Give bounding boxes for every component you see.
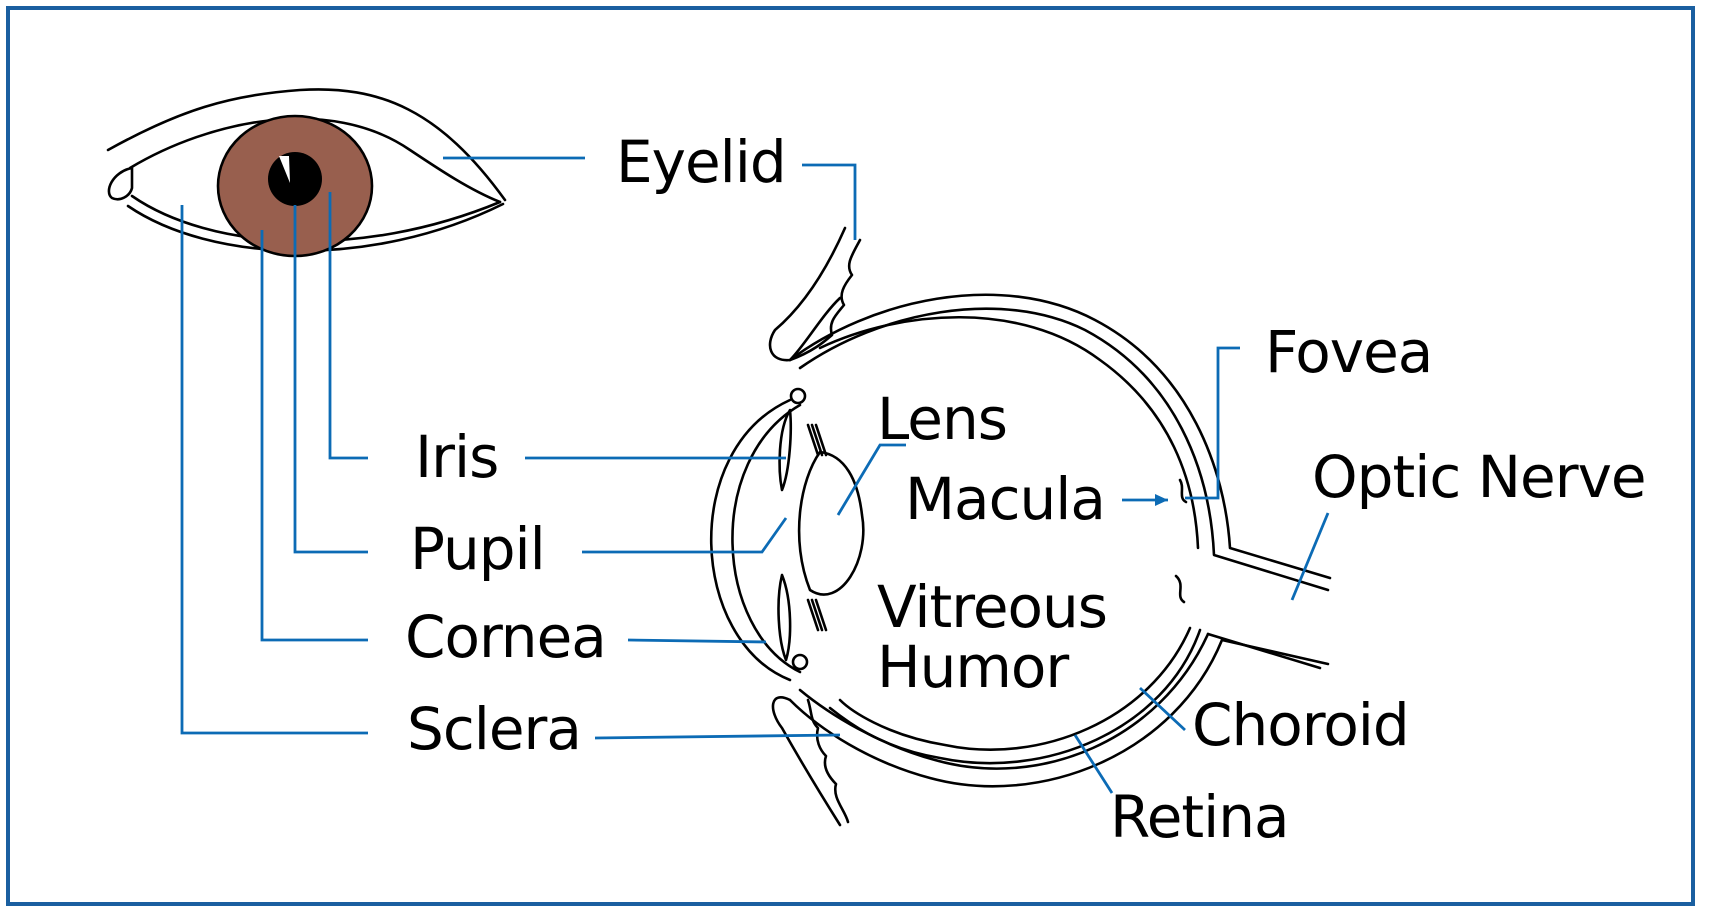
optic-nerve-leader xyxy=(1292,513,1328,600)
section-lens xyxy=(799,452,863,595)
label-vitreous-humor-line2: Humor xyxy=(877,638,1068,696)
front-pupil xyxy=(268,152,322,206)
fovea-leader xyxy=(1185,348,1240,498)
section-upper-eyelid xyxy=(770,228,845,360)
retina-leader xyxy=(1075,735,1112,793)
label-cornea: Cornea xyxy=(405,608,606,666)
label-fovea: Fovea xyxy=(1265,323,1432,381)
label-macula: Macula xyxy=(905,470,1105,528)
front-eye-illustration xyxy=(108,89,505,256)
label-choroid: Choroid xyxy=(1192,696,1409,754)
label-pupil: Pupil xyxy=(410,520,545,578)
section-iris-lower xyxy=(779,575,791,660)
label-optic-nerve: Optic Nerve xyxy=(1312,448,1646,506)
pupil-leader xyxy=(295,205,368,552)
label-retina: Retina xyxy=(1110,788,1289,846)
label-eyelid: Eyelid xyxy=(616,133,786,191)
label-vitreous-humor-line1: Vitreous xyxy=(877,578,1107,636)
cornea-outline xyxy=(711,400,790,680)
cornea-leader xyxy=(262,230,368,640)
section-iris-upper xyxy=(780,410,791,490)
label-lens: Lens xyxy=(877,390,1007,448)
sclera-leader xyxy=(182,205,368,733)
front-tear-duct xyxy=(109,168,132,199)
label-sclera: Sclera xyxy=(407,700,581,758)
label-iris: Iris xyxy=(415,428,498,486)
lens-leader xyxy=(838,445,906,515)
